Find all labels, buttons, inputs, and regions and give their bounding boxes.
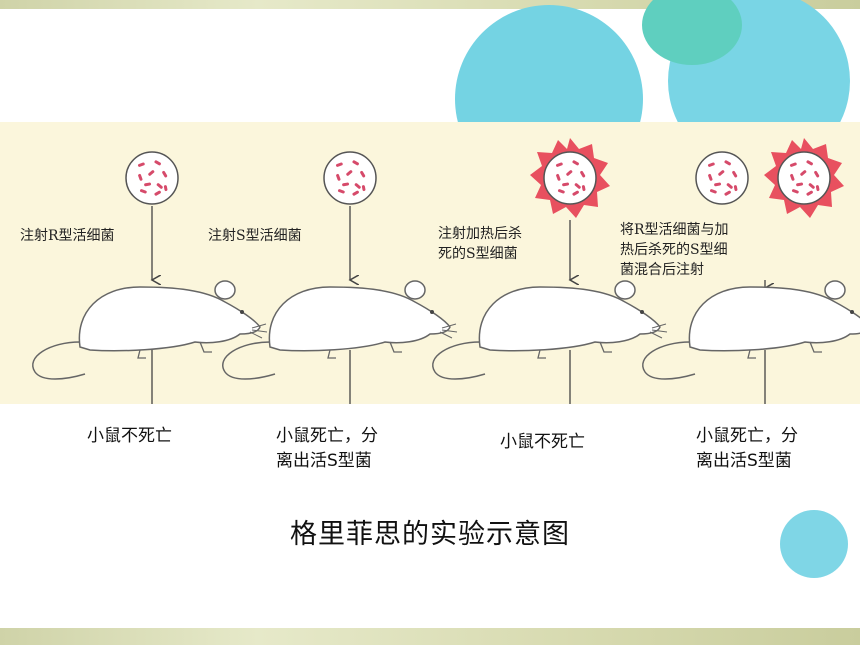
experiment-diagram xyxy=(32,122,860,404)
experiment-panel: 注射R型活细菌 注射S型活细菌 注射加热后杀 死的S型细菌 将R型活细菌与加 热… xyxy=(0,122,860,404)
heat-killed-bacteria-icon xyxy=(530,138,610,218)
bacteria-dish-icon xyxy=(323,151,377,205)
top-decor-bar xyxy=(0,0,860,9)
bottom-decor-bar xyxy=(0,628,860,645)
bacteria-dish-icon xyxy=(695,151,749,205)
result-1: 小鼠不死亡 xyxy=(87,426,172,446)
step-label-1: 注射R型活细菌 xyxy=(20,228,115,244)
decor-circle xyxy=(642,0,742,65)
result-2: 小鼠死亡，分 离出活S型菌 xyxy=(276,426,378,471)
mouse-icon xyxy=(32,280,268,380)
bacteria-dish-icon xyxy=(125,151,179,205)
step-label-3: 注射加热后杀 死的S型细菌 xyxy=(438,226,522,262)
mouse-icon xyxy=(432,280,668,380)
decor-circle xyxy=(780,510,848,578)
result-3: 小鼠不死亡 xyxy=(500,432,585,452)
step-label-2: 注射S型活细菌 xyxy=(208,228,302,244)
result-4: 小鼠死亡，分 离出活S型菌 xyxy=(696,426,798,471)
step-label-4: 将R型活细菌与加 热后杀死的S型细 菌混合后注射 xyxy=(620,222,729,278)
diagram-caption: 格里菲思的实验示意图 xyxy=(290,519,570,550)
heat-killed-bacteria-icon xyxy=(764,138,844,218)
mouse-icon xyxy=(642,280,860,380)
